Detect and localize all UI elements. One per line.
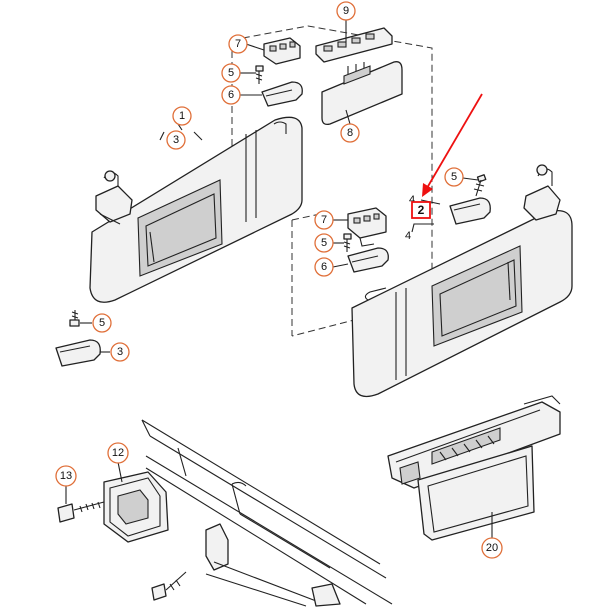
callout-5-lower: 5	[92, 313, 112, 333]
callout-5-mid: 5	[314, 233, 334, 253]
mirror-clip-top	[263, 37, 301, 65]
callout-12: 12	[107, 442, 129, 464]
highlight-box	[411, 201, 431, 219]
highlight-part-2: 2	[411, 93, 483, 219]
callout-6-top-label: 6	[228, 89, 234, 101]
screw-bottom	[151, 571, 187, 601]
screw-top	[255, 65, 264, 84]
cover-mid	[347, 247, 389, 273]
vanity-mirror	[321, 61, 403, 126]
right-sun-visor	[351, 209, 573, 398]
callout-20-label: 20	[486, 542, 498, 554]
callout-5-right-label: 5	[451, 171, 457, 183]
label-4-upper: 4	[409, 194, 415, 206]
screw-mid	[343, 233, 352, 252]
screw-right	[473, 174, 487, 197]
leader-lines	[65, 20, 493, 538]
callout-13: 13	[55, 465, 77, 487]
callout-20: 20	[481, 537, 503, 559]
callout-6-top: 6	[221, 85, 241, 105]
overhead-console	[387, 395, 561, 541]
highlight-arrow	[426, 93, 483, 189]
callout-5-top: 5	[221, 63, 241, 83]
callout-5-right: 5	[444, 167, 464, 187]
callout-9: 9	[336, 1, 356, 21]
callout-12-label: 12	[112, 447, 124, 459]
callout-3-lower-label: 3	[117, 346, 123, 358]
cover-right-upper	[449, 197, 491, 225]
callout-5-lower-label: 5	[99, 317, 105, 329]
callout-6-mid: 6	[314, 257, 334, 277]
callout-5-top-label: 5	[228, 67, 234, 79]
callout-3-label: 3	[173, 134, 179, 146]
callout-1: 1	[172, 106, 192, 126]
mirror-clip-mid	[347, 207, 387, 247]
callout-13-label: 13	[60, 470, 72, 482]
grab-handle-bracket	[103, 471, 169, 543]
callout-8-label: 8	[347, 127, 353, 139]
highlight-label: 2	[418, 203, 425, 217]
cover-top	[261, 81, 303, 107]
callout-7-mid: 7	[314, 210, 334, 230]
cover-lower-left	[55, 339, 101, 367]
callout-3-left-visor: 3	[166, 130, 186, 150]
callout-8: 8	[340, 123, 360, 143]
grab-handle	[205, 523, 341, 607]
mirror-frame	[315, 27, 393, 63]
left-sun-visor	[89, 116, 303, 303]
callout-7-mid-label: 7	[321, 214, 327, 226]
callout-3-lower: 3	[110, 342, 130, 362]
callout-7-top-label: 7	[235, 38, 241, 50]
callout-6-mid-label: 6	[321, 261, 327, 273]
roof-headliner	[141, 419, 393, 605]
screw-lower-left	[69, 310, 80, 327]
label-4-lower: 4	[405, 230, 411, 242]
callout-7-top: 7	[228, 34, 248, 54]
callout-1-label: 1	[179, 110, 185, 122]
callout-9-label: 9	[343, 5, 349, 17]
right-visor-hinge	[523, 164, 561, 221]
bolt	[57, 501, 105, 523]
arrow-head-icon	[422, 183, 433, 197]
left-visor-hinge	[95, 170, 133, 225]
callout-5-mid-label: 5	[321, 237, 327, 249]
